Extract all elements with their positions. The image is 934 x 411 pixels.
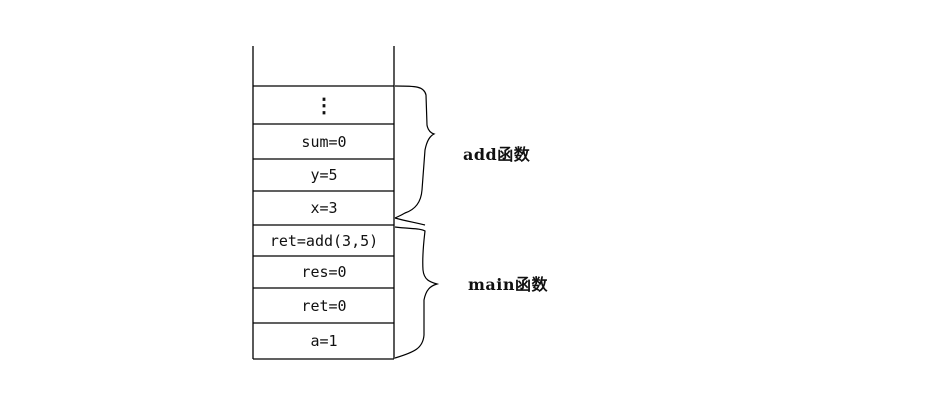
main-frame-brace bbox=[394, 226, 440, 359]
stack-cell-ellipsis: ⋮ bbox=[314, 93, 334, 117]
stack-cell-top-empty bbox=[254, 46, 394, 86]
stack-cell-ret: ret=0 bbox=[301, 296, 347, 315]
stack-cell-ret-call: ret=add(3,5) bbox=[269, 231, 379, 250]
stack-cell-x: x=3 bbox=[310, 199, 338, 217]
stack-cell-res: res=0 bbox=[301, 263, 347, 281]
stack-cell-a: a=1 bbox=[310, 332, 338, 350]
stack-cell-y: y=5 bbox=[310, 166, 338, 184]
add-function-label: add函数 bbox=[463, 145, 531, 164]
brace-junction bbox=[394, 217, 426, 226]
add-frame-brace bbox=[394, 85, 436, 219]
stack-cell-sum: sum=0 bbox=[301, 132, 347, 151]
main-function-label: main函数 bbox=[468, 275, 549, 294]
